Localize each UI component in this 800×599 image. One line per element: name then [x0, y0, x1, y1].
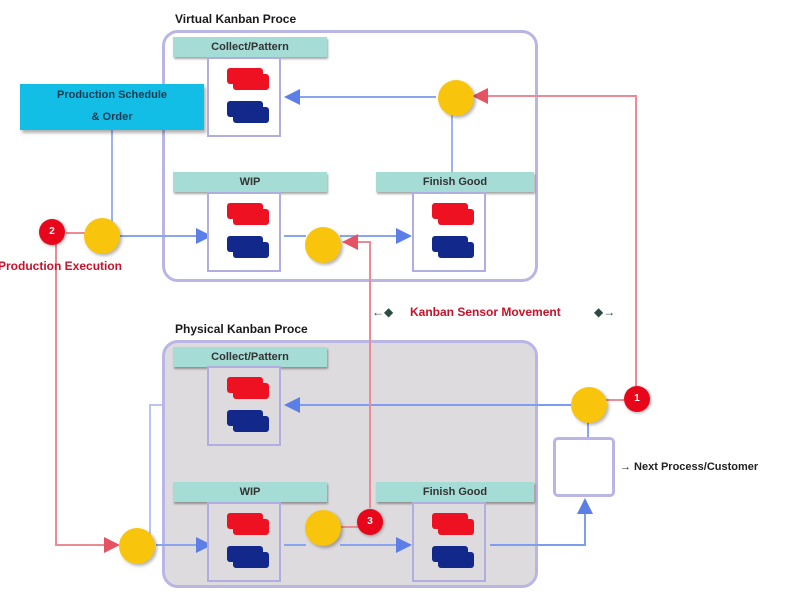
physical-entry-node [119, 528, 155, 564]
virtual-kanban-title: Virtual Kanban Proce [175, 12, 297, 26]
physical-wip-label: WIP [173, 482, 327, 502]
physical-wip-box [207, 502, 281, 582]
blue-kanban-card [233, 416, 269, 432]
red-kanban-card [233, 74, 269, 90]
schedule-line-1: Production Schedule [56, 89, 167, 101]
red-kanban-card [438, 519, 474, 535]
signal-wip-sensor-to-virtual [342, 234, 371, 508]
physical-collect-label: Collect/Pattern [173, 347, 327, 367]
shipping-badge: 1 [624, 386, 650, 412]
shipping-box [553, 437, 615, 497]
shipping-node [571, 387, 607, 423]
signal-execution-to-physical [55, 244, 120, 553]
physical-wip-node [305, 510, 341, 546]
virtual-finish-box [412, 192, 486, 272]
legend-left-arrows: ←◆ [372, 305, 394, 319]
wip-sensor-badge: 3 [357, 509, 383, 535]
blue-kanban-card [233, 552, 269, 568]
schedule-line-2: & Order [91, 111, 133, 123]
physical-finish-label: Finish Good [376, 482, 534, 502]
signal-shipping-to-virtual [472, 88, 637, 386]
virtual-collect-label: Collect/Pattern [173, 37, 327, 57]
next-process-label: → Next Process/Customer [620, 461, 759, 473]
physical-kanban-title: Physical Kanban Proce [175, 322, 308, 336]
virtual-finish-node [438, 80, 474, 116]
flow-finish-to-shipping [490, 498, 593, 546]
kanban-movement-label: Kanban Sensor Movement [410, 305, 561, 319]
blue-kanban-card [438, 242, 474, 258]
virtual-wip-box [207, 192, 281, 272]
production-execution-label: Production Execution [0, 259, 123, 273]
execution-badge: 2 [39, 219, 65, 245]
red-kanban-card [233, 383, 269, 399]
red-kanban-card [233, 519, 269, 535]
virtual-finish-label: Finish Good [376, 172, 534, 192]
physical-finish-box [412, 502, 486, 582]
blue-kanban-card [438, 552, 474, 568]
virtual-wip-node [305, 227, 341, 263]
physical-collect-box [207, 366, 281, 446]
legend-right-arrows: ◆→ [594, 305, 616, 319]
red-kanban-card [233, 209, 269, 225]
virtual-wip-label: WIP [173, 172, 327, 192]
flow-left-loop [149, 404, 162, 545]
production-schedule-box: Production Schedule & Order [20, 84, 204, 130]
red-kanban-card [438, 209, 474, 225]
virtual-collect-box [207, 57, 281, 137]
blue-kanban-card [233, 242, 269, 258]
blue-kanban-card [233, 107, 269, 123]
execution-node [84, 218, 120, 254]
